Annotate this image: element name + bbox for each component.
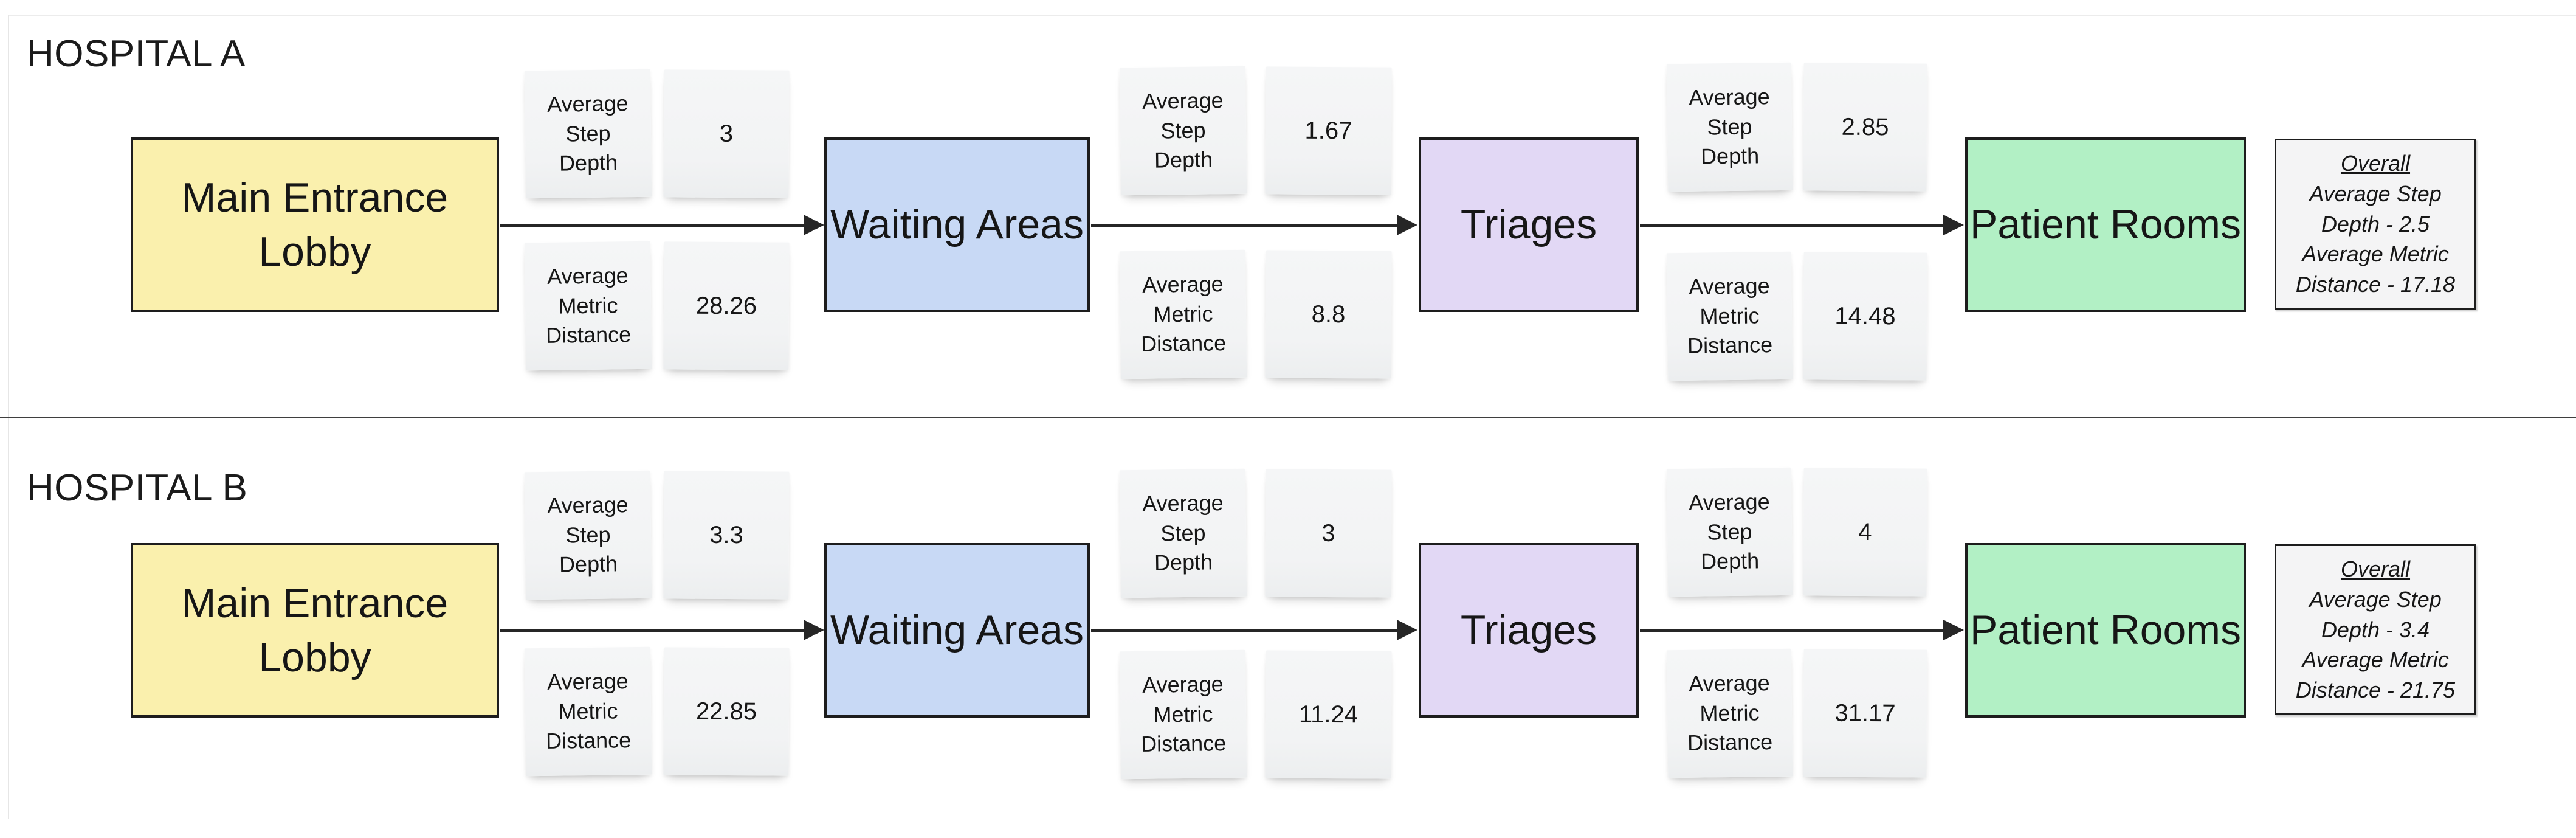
arrow-head-icon: [1397, 620, 1417, 640]
metric-label-text: Average Step Depth: [546, 492, 629, 577]
overall-summary-b: Overall Average Step Depth - 3.4 Average…: [2275, 544, 2476, 715]
metric-value-metric-distance-a2: 8.8: [1265, 250, 1392, 379]
arrow-lobby-to-waiting-b: [500, 629, 805, 632]
arrow-head-icon: [1397, 215, 1417, 235]
metric-label-text: Average Step Depth: [1688, 84, 1770, 169]
arrow-head-icon: [804, 620, 824, 640]
overall-step-depth: Average Step Depth - 3.4: [2309, 586, 2442, 642]
arrow-head-icon: [1943, 620, 1964, 640]
overall-step-depth: Average Step Depth - 2.5: [2309, 181, 2442, 237]
metric-label-metric-distance-a3: Average Metric Distance: [1666, 251, 1793, 381]
metric-label-text: Average Step Depth: [546, 91, 629, 176]
metric-label-text: Average Metric Distance: [545, 263, 632, 348]
metric-label-text: Average Metric Distance: [1140, 271, 1227, 357]
overall-heading: Overall: [2340, 556, 2411, 582]
metric-value-metric-distance-b3: 31.17: [1803, 649, 1927, 778]
overall-metric-distance: Average Metric Distance - 17.18: [2295, 241, 2456, 297]
metric-value-step-depth-a1: 3: [663, 69, 790, 198]
metric-value-step-depth-a3: 2.85: [1803, 63, 1927, 192]
metric-value-step-depth-b3: 4: [1803, 468, 1927, 597]
metric-label-step-depth-b3: Average Step Depth: [1666, 467, 1793, 597]
metric-label-step-depth-a1: Average Step Depth: [524, 69, 652, 199]
stage-label: Waiting Areas: [830, 201, 1084, 248]
canvas-top-border: [8, 15, 2576, 16]
overall-metric-distance: Average Metric Distance - 21.75: [2295, 647, 2456, 702]
overall-summary-a: Overall Average Step Depth - 2.5 Average…: [2275, 139, 2476, 310]
stage-main-entrance-lobby-a: Main Entrance Lobby: [131, 137, 499, 312]
metric-value-text: 4: [1858, 518, 1872, 545]
canvas-left-border: [8, 15, 9, 819]
metric-value-step-depth-a2: 1.67: [1265, 66, 1392, 195]
metric-value-text: 3: [1321, 519, 1335, 547]
metric-label-step-depth-b1: Average Step Depth: [524, 470, 652, 600]
stage-waiting-areas-b: Waiting Areas: [824, 543, 1090, 718]
metric-label-step-depth-a2: Average Step Depth: [1119, 66, 1247, 196]
stage-patient-rooms-b: Patient Rooms: [1965, 543, 2246, 718]
arrow-triages-to-patient-a: [1640, 224, 1944, 227]
overall-heading: Overall: [2340, 151, 2411, 176]
metric-label-text: Average Step Depth: [1142, 88, 1224, 173]
metric-label-step-depth-a3: Average Step Depth: [1666, 62, 1793, 192]
metric-label-metric-distance-b2: Average Metric Distance: [1119, 649, 1247, 780]
metric-label-metric-distance-b3: Average Metric Distance: [1666, 648, 1793, 778]
arrow-lobby-to-waiting-a: [500, 224, 805, 227]
metric-value-metric-distance-a3: 14.48: [1803, 252, 1927, 381]
stage-triages-b: Triages: [1419, 543, 1639, 718]
metric-label-text: Average Step Depth: [1142, 490, 1224, 575]
metric-label-text: Average Metric Distance: [1140, 671, 1227, 757]
metric-value-text: 11.24: [1298, 701, 1359, 728]
metric-value-text: 1.67: [1304, 117, 1352, 144]
metric-label-text: Average Metric Distance: [545, 668, 632, 754]
arrow-triages-to-patient-b: [1640, 629, 1944, 632]
stage-label: Patient Rooms: [1970, 607, 2241, 654]
metric-value-text: 22.85: [695, 698, 757, 725]
metric-value-text: 8.8: [1311, 300, 1346, 328]
arrow-head-icon: [1943, 215, 1964, 235]
stage-patient-rooms-a: Patient Rooms: [1965, 137, 2246, 312]
metric-label-metric-distance-a1: Average Metric Distance: [524, 241, 652, 371]
section-divider: [0, 417, 2576, 418]
metric-label-metric-distance-b1: Average Metric Distance: [524, 646, 652, 777]
arrow-waiting-to-triages-a: [1091, 224, 1398, 227]
metric-label-step-depth-b2: Average Step Depth: [1119, 468, 1247, 598]
stage-label: Main Entrance Lobby: [181, 175, 449, 275]
hospital-a-title: HOSPITAL A: [27, 33, 246, 75]
metric-value-text: 3: [719, 120, 734, 147]
metric-label-metric-distance-a2: Average Metric Distance: [1119, 249, 1247, 379]
stage-label: Main Entrance Lobby: [181, 580, 449, 680]
stage-label: Waiting Areas: [830, 607, 1084, 654]
stage-triages-a: Triages: [1419, 137, 1639, 312]
metric-value-metric-distance-b1: 22.85: [663, 647, 790, 776]
metric-value-metric-distance-a1: 28.26: [663, 241, 790, 370]
stage-label: Patient Rooms: [1970, 201, 2241, 248]
stage-label: Triages: [1460, 607, 1597, 654]
metric-label-text: Average Metric Distance: [1687, 670, 1773, 756]
metric-value-text: 2.85: [1841, 113, 1889, 140]
arrow-head-icon: [804, 215, 824, 235]
metric-value-step-depth-b1: 3.3: [663, 471, 790, 600]
metric-value-step-depth-b2: 3: [1265, 469, 1392, 598]
stage-waiting-areas-a: Waiting Areas: [824, 137, 1090, 312]
arrow-waiting-to-triages-b: [1091, 629, 1398, 632]
metric-value-text: 3.3: [709, 521, 743, 549]
metric-value-metric-distance-b2: 11.24: [1265, 650, 1392, 779]
stage-main-entrance-lobby-b: Main Entrance Lobby: [131, 543, 499, 718]
metric-value-text: 31.17: [1834, 699, 1896, 727]
metric-label-text: Average Step Depth: [1688, 489, 1770, 574]
metric-label-text: Average Metric Distance: [1687, 273, 1773, 359]
stage-label: Triages: [1460, 201, 1597, 248]
metric-value-text: 14.48: [1834, 302, 1896, 330]
metric-value-text: 28.26: [695, 292, 757, 319]
hospital-b-title: HOSPITAL B: [27, 467, 248, 509]
